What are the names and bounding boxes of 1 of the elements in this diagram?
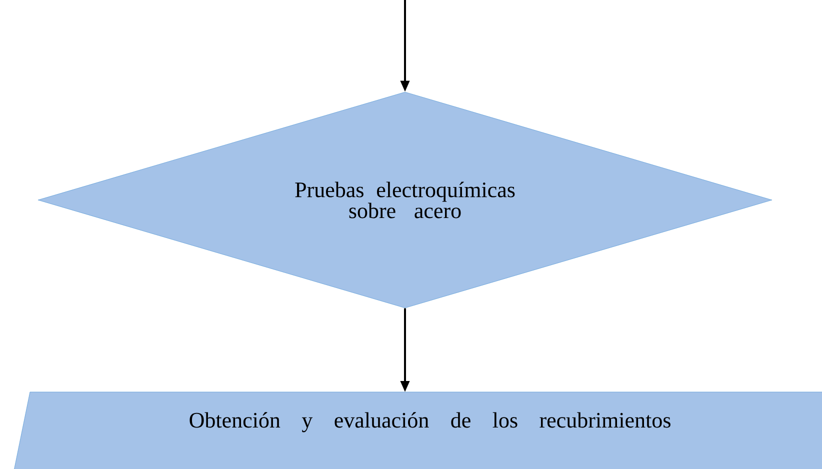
- process-parallelogram: Obtención y evaluación de los recubrimientos: [10, 392, 822, 469]
